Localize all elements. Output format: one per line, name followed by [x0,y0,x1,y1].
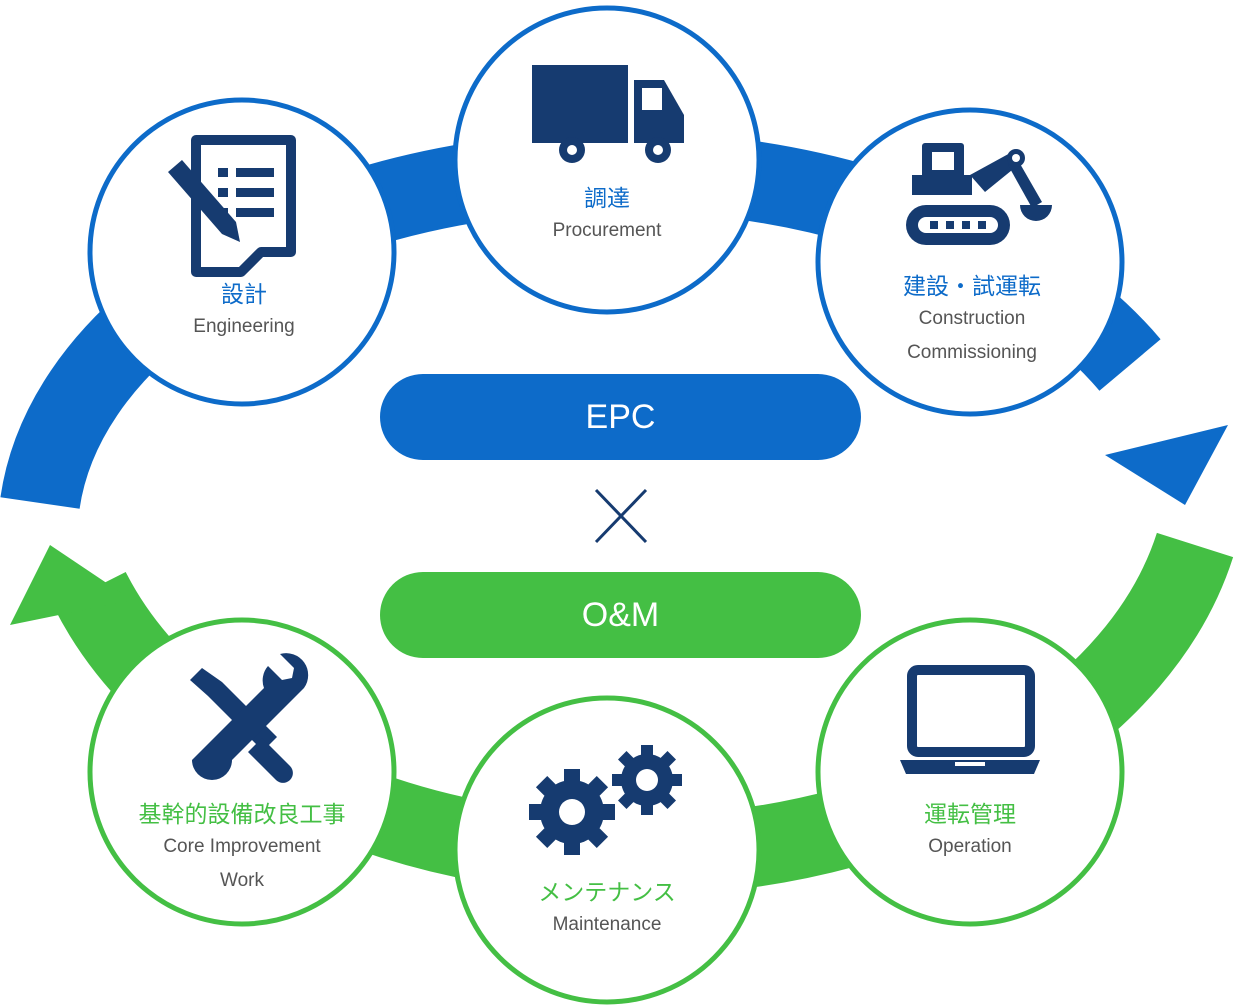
operation-jp: 運転管理 [924,802,1016,828]
engineering-en: Engineering [193,316,295,337]
operation-label: 運転管理 Operation [924,800,1016,864]
procurement-label: 調達 Procurement [553,184,662,248]
procurement-en: Procurement [552,220,662,241]
epc-pill: EPC [380,374,861,460]
operation-en: Operation [928,836,1012,857]
document-pencil-icon [168,135,296,277]
tools-icon [190,653,309,783]
maintenance-label: メンテナンス Maintenance [538,878,676,942]
improvement-en-1: Core Improvement [163,836,321,857]
engineering-circle [87,97,397,407]
engineering-label: 設計 Engineering [193,280,294,344]
construction-jp: 建設・試運転 [903,274,1041,300]
om-pill: O&M [380,572,861,658]
truck-icon [532,65,684,163]
construction-circle [815,107,1125,417]
improvement-en-2: Work [220,870,264,891]
improvement-circle [87,617,397,927]
cross-symbol [594,488,648,544]
construction-label: 建設・試運転 Construction Commissioning [903,272,1041,370]
improvement-label: 基幹的設備改良工事 Core Improvement Work [139,800,346,898]
laptop-icon [900,665,1040,774]
construction-en-2: Commissioning [907,342,1037,363]
maintenance-jp: メンテナンス [538,880,676,906]
excavator-icon [906,143,1052,245]
procurement-jp: 調達 [584,186,630,212]
engineering-jp: 設計 [220,282,267,308]
gears-icon [529,745,682,855]
procurement-circle [452,5,762,315]
construction-en-1: Construction [918,308,1026,329]
maintenance-en: Maintenance [552,914,662,935]
improvement-jp: 基幹的設備改良工事 [138,802,346,828]
maintenance-circle [452,695,762,1005]
